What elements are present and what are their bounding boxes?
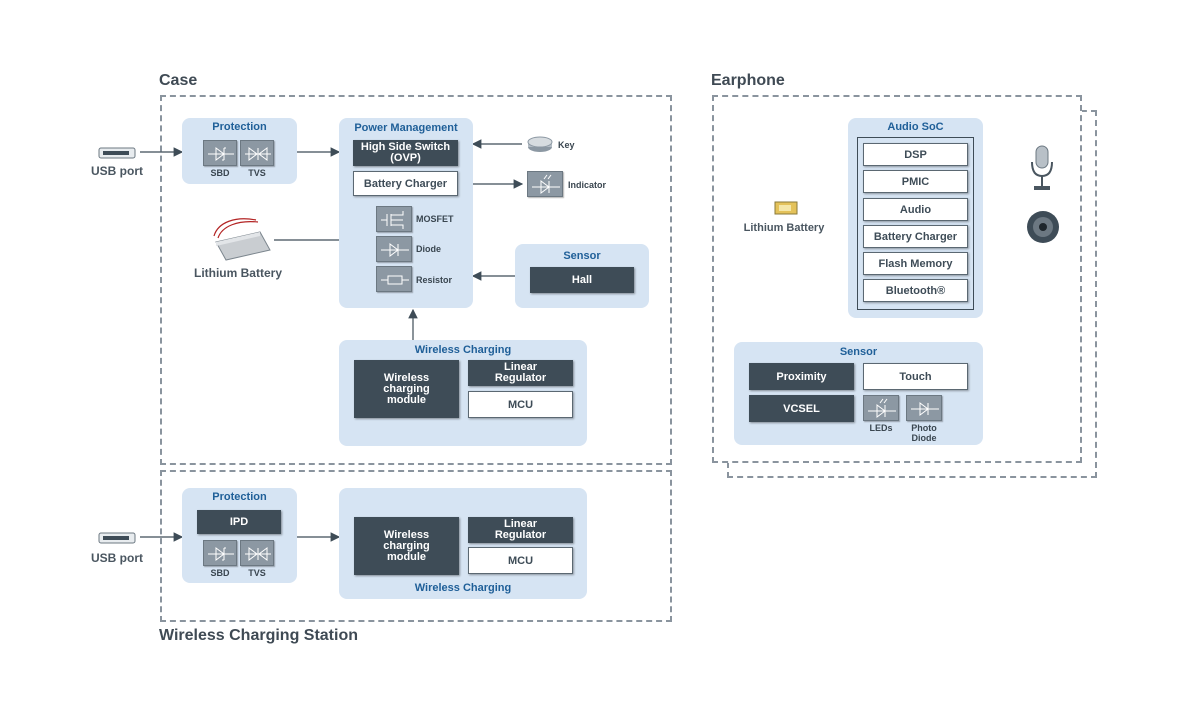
key-button-icon bbox=[526, 136, 554, 154]
station-protection-panel: Protection IPD SBD TVS bbox=[182, 488, 297, 583]
station-boundary bbox=[160, 470, 672, 622]
station-sbd-diode-icon bbox=[203, 540, 237, 566]
station-sbd-label: SBD bbox=[210, 568, 230, 578]
station-tvs-label: TVS bbox=[248, 568, 266, 578]
high-side-switch-block: High Side Switch (OVP) bbox=[353, 140, 458, 166]
case-wireless-charging-panel: Wireless Charging Wireless charging modu… bbox=[339, 340, 587, 446]
station-protection-title: Protection bbox=[212, 491, 267, 503]
earphone-battery-icon bbox=[774, 200, 798, 216]
case-boundary bbox=[160, 95, 672, 465]
photo-diode-label: Photo Diode bbox=[911, 423, 937, 443]
key-label: Key bbox=[558, 140, 575, 150]
case-wireless-charging-title: Wireless Charging bbox=[414, 344, 512, 356]
case-wireless-module-block: Wireless charging module bbox=[354, 360, 459, 418]
case-protection-panel: Protection SBD TVS bbox=[182, 118, 297, 184]
pmic-block: PMIC bbox=[863, 170, 968, 193]
audio-soc-panel: Audio SoC DSP PMIC Audio Battery Charger… bbox=[848, 118, 983, 318]
audio-block: Audio bbox=[863, 198, 968, 221]
case-battery-charger-block: Battery Charger bbox=[353, 171, 458, 196]
power-management-panel: Power Management High Side Switch (OVP) … bbox=[339, 118, 473, 308]
speaker-icon bbox=[1026, 208, 1060, 246]
flash-memory-block: Flash Memory bbox=[863, 252, 968, 275]
lithium-battery-icon bbox=[206, 214, 274, 264]
earphone-battery-charger-block: Battery Charger bbox=[863, 225, 968, 248]
ipd-block: IPD bbox=[197, 510, 281, 534]
station-usb-port-icon bbox=[98, 531, 138, 545]
usb-port-label: USB port bbox=[91, 164, 143, 178]
resistor-icon bbox=[376, 266, 412, 292]
led-icon bbox=[863, 395, 899, 421]
audio-soc-inner-frame bbox=[857, 137, 974, 310]
hall-sensor-block: Hall bbox=[530, 267, 634, 293]
case-mcu-block: MCU bbox=[468, 391, 573, 418]
diode-label: Diode bbox=[416, 244, 442, 254]
case-lithium-battery-label: Lithium Battery bbox=[193, 266, 282, 280]
microphone-icon bbox=[1028, 144, 1056, 192]
station-wireless-charging-title: Wireless Charging bbox=[414, 582, 512, 594]
earphone-sensor-panel: Sensor Proximity Touch VCSEL LEDs Photo … bbox=[734, 342, 983, 445]
station-linear-regulator-block: Linear Regulator bbox=[468, 517, 573, 543]
tvs-label: TVS bbox=[248, 168, 266, 178]
leds-label: LEDs bbox=[869, 423, 893, 433]
usb-port-icon bbox=[98, 146, 138, 160]
case-linear-regulator-block: Linear Regulator bbox=[468, 360, 573, 386]
mosfet-icon bbox=[376, 206, 412, 232]
case-sensor-panel: Sensor Hall bbox=[515, 244, 649, 308]
station-wireless-module-block: Wireless charging module bbox=[354, 517, 459, 575]
indicator-label: Indicator bbox=[568, 180, 607, 190]
indicator-led-icon bbox=[527, 171, 563, 197]
station-tvs-diode-icon bbox=[240, 540, 274, 566]
case-sensor-title: Sensor bbox=[563, 250, 601, 262]
photo-diode-icon bbox=[906, 395, 942, 421]
station-wireless-charging-panel: Wireless charging module Linear Regulato… bbox=[339, 488, 587, 599]
touch-block: Touch bbox=[863, 363, 968, 390]
dsp-block: DSP bbox=[863, 143, 968, 166]
vcsel-block: VCSEL bbox=[749, 395, 854, 422]
tvs-diode-icon bbox=[240, 140, 274, 166]
earphone-sensor-title: Sensor bbox=[839, 346, 878, 358]
power-management-title: Power Management bbox=[354, 122, 458, 134]
proximity-block: Proximity bbox=[749, 363, 854, 390]
station-mcu-block: MCU bbox=[468, 547, 573, 574]
sbd-diode-icon bbox=[203, 140, 237, 166]
station-title: Wireless Charging Station bbox=[159, 627, 358, 644]
diode-icon bbox=[376, 236, 412, 262]
earphone-title: Earphone bbox=[711, 72, 785, 89]
case-title: Case bbox=[159, 72, 198, 89]
bluetooth-block: Bluetooth® bbox=[863, 279, 968, 302]
resistor-label: Resistor bbox=[416, 275, 453, 285]
audio-soc-title: Audio SoC bbox=[887, 121, 944, 133]
mosfet-label: MOSFET bbox=[416, 214, 454, 224]
case-protection-title: Protection bbox=[212, 121, 267, 133]
earphone-lithium-battery-label: Lithium Battery bbox=[743, 222, 825, 234]
station-usb-port-label: USB port bbox=[91, 551, 143, 565]
sbd-label: SBD bbox=[210, 168, 230, 178]
